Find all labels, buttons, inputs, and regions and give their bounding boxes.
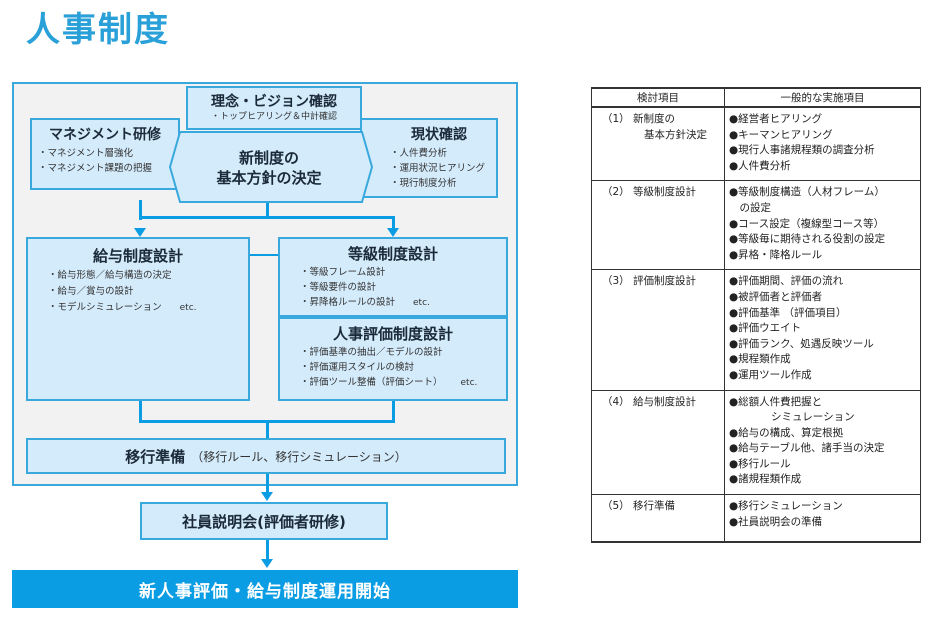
table-item: （5） 移行準備 bbox=[602, 500, 676, 513]
grade-item: ・等級要件の設計 bbox=[300, 282, 377, 293]
salary-design-title: 給与制度設計 bbox=[92, 247, 183, 265]
salary-item: ・給与／賞与の設計 bbox=[48, 286, 134, 297]
current-state-item: ・現行制度分析 bbox=[390, 178, 457, 189]
grade-design-box: 等級制度設計 ・等級フレーム設計 ・等級要件の設計 ・昇降格ルールの設計 etc. bbox=[278, 237, 508, 317]
connector-down-center bbox=[266, 200, 269, 218]
table-action: ●規程類作成 bbox=[729, 353, 791, 366]
implementation-table: 検討項目 一般的な実施項目 （1） 新制度の 基本方針決定 ●経営者ヒアリング … bbox=[591, 87, 921, 544]
connector-down-left bbox=[139, 200, 142, 220]
current-state-box: 現状確認 ・人件費分析 ・運用状況ヒアリング ・現行制度分析 bbox=[360, 118, 498, 198]
salary-item: ・モデルシミュレーション bbox=[48, 302, 162, 313]
arrow-down-right-icon bbox=[387, 228, 399, 237]
grade-item: ・等級フレーム設計 bbox=[300, 267, 386, 278]
connector-down-right bbox=[392, 216, 395, 230]
table-header-row: 検討項目 一般的な実施項目 bbox=[591, 87, 921, 108]
connector-to-briefing bbox=[266, 474, 269, 494]
table-action: ●総額人件費把握と bbox=[729, 395, 823, 408]
table-row: （5） 移行準備 ●移行シミュレーション ●社員説明会の準備 bbox=[591, 494, 921, 544]
vision-title: 理念・ビジョン確認 bbox=[211, 94, 337, 110]
transition-subtitle: （移行ルール、移行シミュレーション） bbox=[191, 449, 407, 464]
table-header: 一般的な実施項目 bbox=[724, 87, 921, 108]
grade-design-title: 等級制度設計 bbox=[347, 245, 438, 263]
table-header: 検討項目 bbox=[591, 87, 725, 108]
grade-item: ・昇降格ルールの設計 bbox=[300, 297, 396, 308]
evaluation-item: ・評価基準の抽出／モデルの設計 bbox=[300, 347, 443, 358]
table-item: （4） 給与制度設計 bbox=[602, 395, 697, 408]
grade-etc: etc. bbox=[413, 298, 430, 308]
table-action: ●現行人事諸規程類の調査分析 bbox=[729, 144, 875, 157]
vision-box: 理念・ビジョン確認 ・トップヒアリング＆中計確認 bbox=[186, 86, 362, 130]
table-action: ●等級制度構造（人材フレーム） bbox=[729, 186, 885, 199]
table-action: シミュレーション bbox=[729, 411, 855, 424]
table-action: ●評価基準 （評価項目） bbox=[729, 306, 847, 319]
arrow-down-left-icon bbox=[134, 228, 146, 237]
table-action: ●昇格・降格ルール bbox=[729, 248, 823, 261]
table-item: （1） 新制度の bbox=[602, 113, 676, 125]
salary-etc: etc. bbox=[179, 303, 197, 313]
connector-to-start bbox=[266, 540, 269, 562]
table-item: （2） 等級制度設計 bbox=[602, 186, 697, 199]
management-training-box: マネジメント研修 ・マネジメント層強化 ・マネジメント課題の把握 bbox=[30, 118, 180, 190]
connector-salary-grade bbox=[240, 254, 284, 256]
policy-box: 新制度の 基本方針の決定 bbox=[174, 136, 364, 200]
arrow-to-briefing-icon bbox=[261, 492, 273, 501]
table-item: （3） 評価制度設計 bbox=[602, 275, 697, 288]
table-action: ●評価ランク、処遇反映ツール bbox=[729, 337, 874, 350]
connector-to-transition bbox=[266, 420, 269, 438]
table-action: ●経営者ヒアリング bbox=[729, 113, 823, 125]
policy-shape bbox=[168, 131, 374, 203]
table-row: （3） 評価制度設計 ●評価期間、評価の流れ ●被評価者と評価者 ●評価基準 （… bbox=[591, 269, 921, 391]
table-action: ●給与テーブル他、諸手当の決定 bbox=[729, 442, 885, 455]
salary-item: ・給与形態／給与構造の決定 bbox=[48, 270, 172, 281]
table-action: ●評価期間、評価の流れ bbox=[729, 275, 844, 288]
briefing-title: 社員説明会(評価者研修) bbox=[182, 512, 346, 531]
table-item: 基本方針決定 bbox=[644, 128, 707, 141]
briefing-box: 社員説明会(評価者研修) bbox=[140, 502, 388, 540]
operation-start-banner: 新人事評価・給与制度運用開始 bbox=[12, 570, 518, 608]
evaluation-etc: etc. bbox=[460, 378, 478, 388]
table-action: ●等級毎に期待される役割の設定 bbox=[729, 233, 886, 246]
table-row: （4） 給与制度設計 ●総額人件費把握と シミュレーション ●給与の構成、算定根… bbox=[591, 389, 921, 496]
management-item: ・マネジメント課題の把握 bbox=[38, 163, 153, 174]
table-action: ●キーマンヒアリング bbox=[729, 128, 833, 141]
evaluation-item: ・評価ツール整備（評価シート） bbox=[300, 377, 443, 388]
table-action: ●移行ルール bbox=[729, 457, 791, 470]
current-state-title: 現状確認 bbox=[411, 127, 467, 143]
current-state-item: ・人件費分析 bbox=[390, 148, 448, 159]
table-action: ●給与の構成、算定根拠 bbox=[729, 426, 844, 439]
table-action: の設定 bbox=[729, 201, 771, 214]
current-state-item: ・運用状況ヒアリング bbox=[390, 163, 486, 174]
connector-bottom-left bbox=[139, 401, 142, 421]
evaluation-design-box: 人事評価制度設計 ・評価基準の抽出／モデルの設計 ・評価運用スタイルの検討 ・評… bbox=[278, 317, 508, 401]
operation-start-title: 新人事評価・給与制度運用開始 bbox=[139, 581, 391, 602]
transition-box: 移行準備 （移行ルール、移行シミュレーション） bbox=[26, 438, 506, 474]
transition-title: 移行準備 bbox=[125, 447, 186, 466]
policy-title-line2: 基本方針の決定 bbox=[216, 169, 322, 187]
table-row: （1） 新制度の 基本方針決定 ●経営者ヒアリング ●キーマンヒアリング ●現行… bbox=[591, 106, 921, 182]
table-action: ●諸規程類作成 bbox=[729, 473, 802, 486]
evaluation-design-title: 人事評価制度設計 bbox=[332, 325, 453, 343]
table-action: ●移行シミュレーション bbox=[729, 500, 843, 513]
evaluation-item: ・評価運用スタイルの検討 bbox=[300, 362, 415, 373]
connector-bottom-right bbox=[392, 401, 395, 421]
vision-item: ・トップヒアリング＆中計確認 bbox=[210, 112, 337, 122]
table-action: ●コース設定（複線型コース等） bbox=[729, 217, 885, 230]
arrow-to-start-icon bbox=[261, 559, 273, 568]
table-action: ●被評価者と評価者 bbox=[729, 290, 823, 303]
management-training-title: マネジメント研修 bbox=[49, 127, 161, 143]
salary-design-box: 給与制度設計 ・給与形態／給与構造の決定 ・給与／賞与の設計 ・モデルシミュレー… bbox=[26, 237, 250, 401]
policy-title-line1: 新制度の bbox=[238, 149, 299, 167]
page-title: 人事制度 bbox=[26, 10, 170, 50]
table-action: ●評価ウエイト bbox=[729, 322, 802, 335]
table-row: （2） 等級制度設計 ●等級制度構造（人材フレーム） の設定 ●コース設定（複線… bbox=[591, 180, 921, 271]
table-action: ●運用ツール作成 bbox=[729, 368, 812, 381]
table-action: ●社員説明会の準備 bbox=[729, 515, 823, 528]
management-item: ・マネジメント層強化 bbox=[38, 148, 134, 159]
table-action: ●人件費分析 bbox=[729, 159, 791, 172]
